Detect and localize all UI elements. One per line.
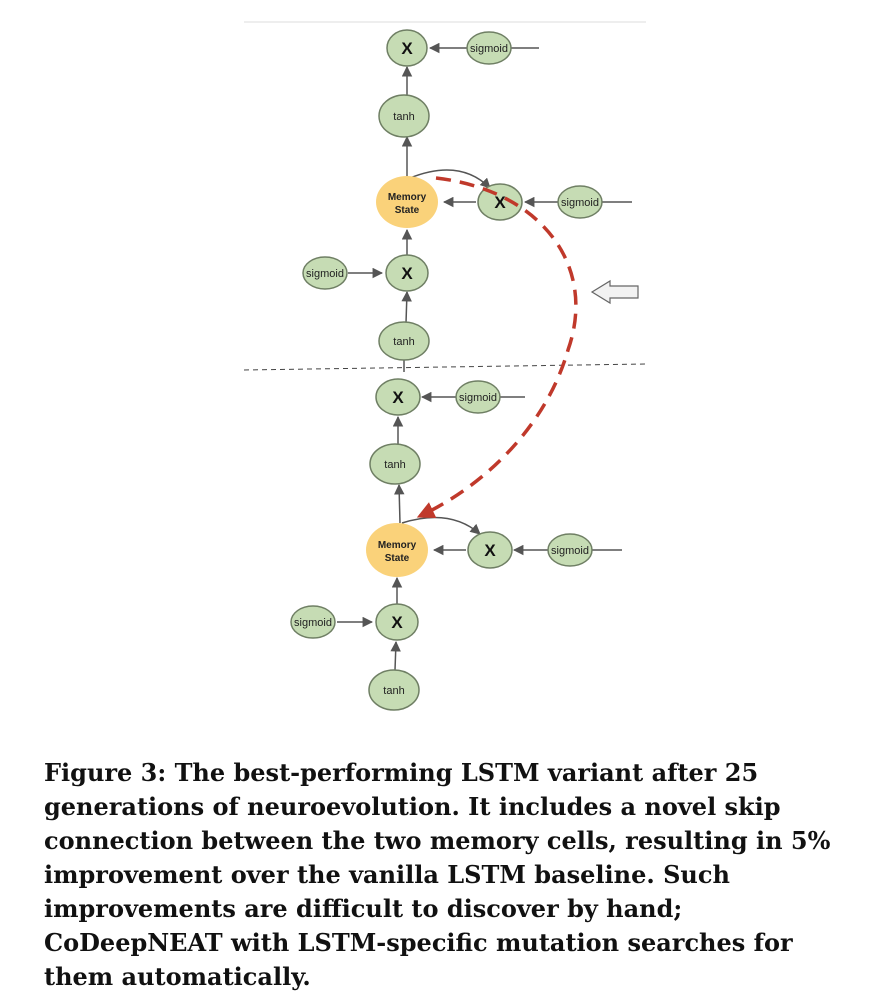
edge: [401, 290, 412, 324]
svg-text:sigmoid: sigmoid: [459, 392, 497, 404]
sigmoid-node: sigmoid: [557, 185, 603, 219]
upper-cell: X sigmoid tanh Memory State X sigmoid si…: [302, 29, 632, 372]
svg-text:X: X: [401, 39, 413, 58]
edge: [401, 516, 481, 535]
multiply-node: X: [467, 531, 513, 569]
svg-text:Memory: Memory: [378, 540, 417, 551]
sigmoid-node: sigmoid: [455, 380, 501, 414]
svg-text:tanh: tanh: [393, 111, 414, 123]
multiply-node: X: [386, 29, 428, 67]
sigmoid-node: sigmoid: [290, 605, 336, 639]
tanh-node: tanh: [378, 321, 430, 361]
multiply-node: X: [375, 378, 421, 416]
sigmoid-node: sigmoid: [547, 533, 593, 567]
figure-caption: Figure 3: The best-performing LSTM varia…: [44, 758, 831, 991]
sigmoid-node: sigmoid: [466, 31, 512, 65]
svg-text:sigmoid: sigmoid: [470, 43, 508, 55]
memory-state-node: Memory State: [376, 176, 438, 228]
skip-connection-arrow: [416, 176, 578, 519]
multiply-node: X: [385, 254, 429, 292]
tanh-node: tanh: [369, 443, 421, 485]
pointer-arrow-icon: [590, 279, 639, 305]
multiply-node: X: [477, 183, 523, 221]
svg-text:sigmoid: sigmoid: [551, 545, 589, 557]
svg-text:sigmoid: sigmoid: [561, 197, 599, 209]
multiply-node: X: [375, 603, 419, 641]
memory-state-node: Memory State: [366, 523, 428, 577]
svg-text:sigmoid: sigmoid: [294, 617, 332, 629]
svg-text:X: X: [401, 264, 413, 283]
tanh-node: tanh: [368, 669, 420, 711]
svg-text:tanh: tanh: [384, 459, 405, 471]
svg-text:Memory: Memory: [388, 192, 427, 203]
edge: [390, 640, 401, 671]
tanh-node: tanh: [378, 94, 430, 138]
svg-text:State: State: [385, 553, 410, 564]
svg-text:X: X: [494, 193, 506, 212]
svg-text:X: X: [392, 388, 404, 407]
edge: [409, 169, 491, 189]
svg-text:X: X: [484, 541, 496, 560]
sigmoid-node: sigmoid: [302, 256, 348, 290]
lstm-diagram: X sigmoid tanh Memory State X sigmoid si…: [243, 21, 647, 711]
svg-text:State: State: [395, 205, 420, 216]
svg-text:sigmoid: sigmoid: [306, 268, 344, 280]
svg-text:X: X: [391, 613, 403, 632]
edge: [394, 483, 405, 524]
svg-text:tanh: tanh: [383, 685, 404, 697]
svg-text:tanh: tanh: [393, 336, 414, 348]
cell-separator: [243, 363, 647, 371]
lower-cell: X sigmoid tanh Memory State X sigmoid si…: [290, 378, 622, 711]
